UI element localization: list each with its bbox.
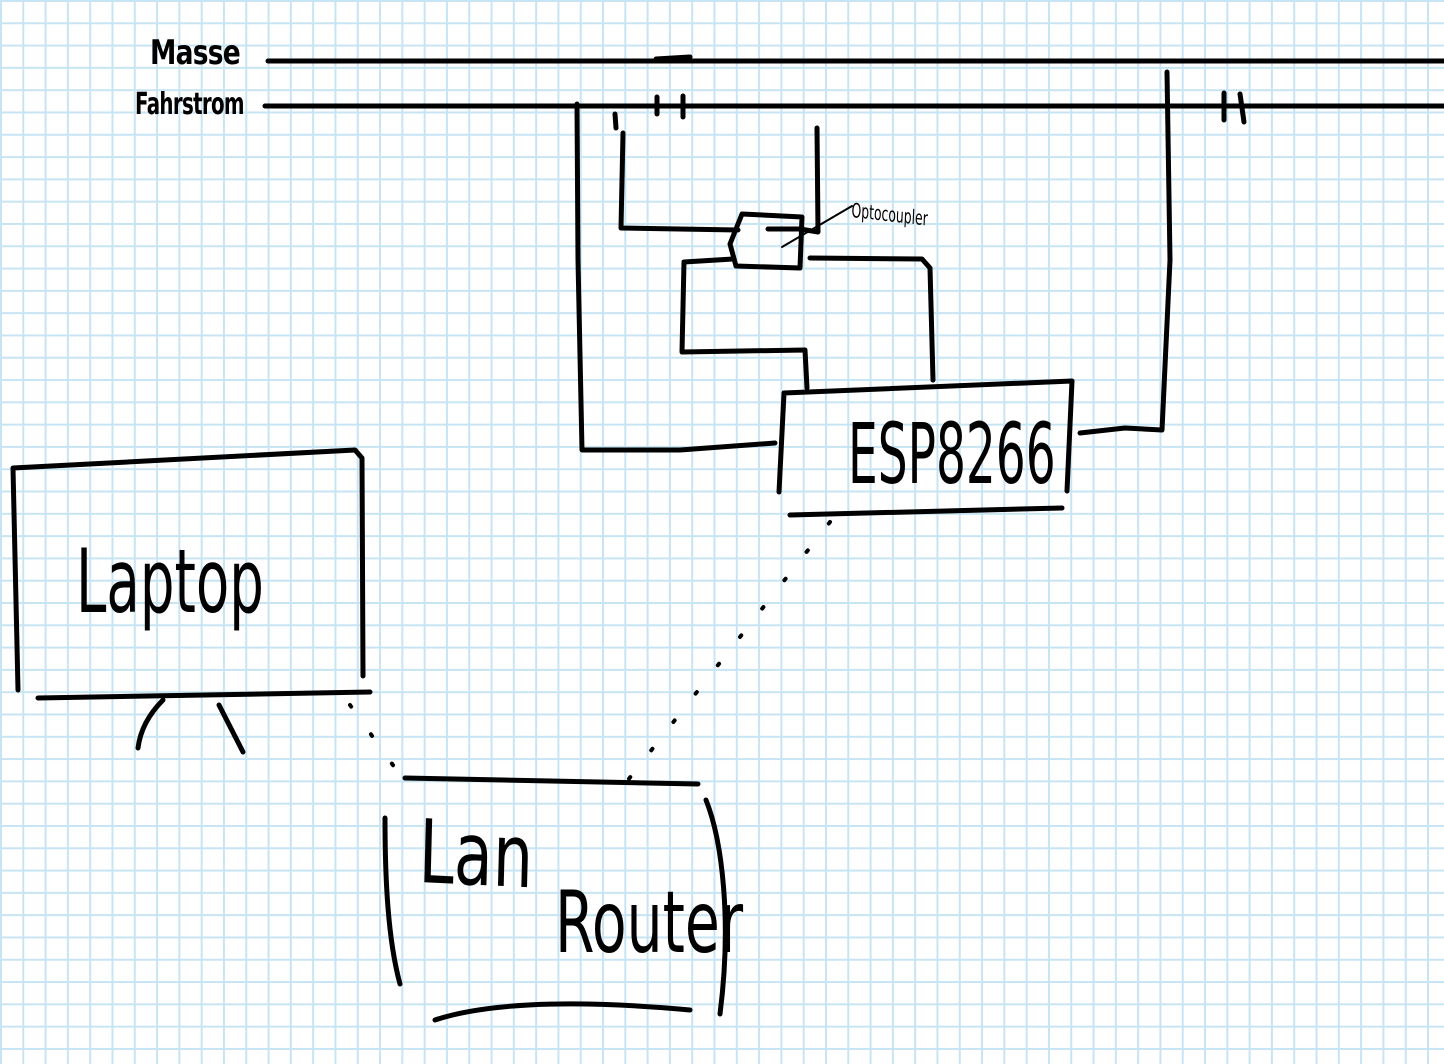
wire-left-supply <box>574 101 778 453</box>
wire-right-supply <box>1077 69 1173 436</box>
wire-opto-output-left <box>679 256 810 391</box>
wire-opto-output-right <box>807 255 936 383</box>
router-top <box>402 775 701 787</box>
rail-tick <box>612 111 619 131</box>
optocoupler-leader-line <box>781 205 853 248</box>
esp-base <box>787 505 1065 518</box>
optocoupler-body <box>727 211 805 271</box>
router-bottom <box>432 1001 693 1023</box>
laptop-stand-left <box>135 697 166 751</box>
laptop-stand-right <box>216 702 246 755</box>
laptop-label: Laptop <box>76 530 264 633</box>
ground-rail-label: Masse <box>150 33 241 73</box>
esp-box <box>776 378 1075 495</box>
ground-rail-mark <box>653 54 693 62</box>
link-esp-router <box>626 520 832 782</box>
rail-gap-right-2 <box>1237 91 1247 125</box>
laptop-base <box>35 689 373 701</box>
laptop-screen <box>10 447 366 693</box>
traction-rail-label: Fahrstrom <box>135 87 245 122</box>
esp-label: ESP8266 <box>848 405 1056 503</box>
network-label-lan: Lan <box>417 800 535 909</box>
router-left <box>382 815 403 987</box>
router-right <box>703 797 728 1017</box>
network-label-router: Router <box>555 873 744 973</box>
link-laptop-router <box>348 703 407 784</box>
